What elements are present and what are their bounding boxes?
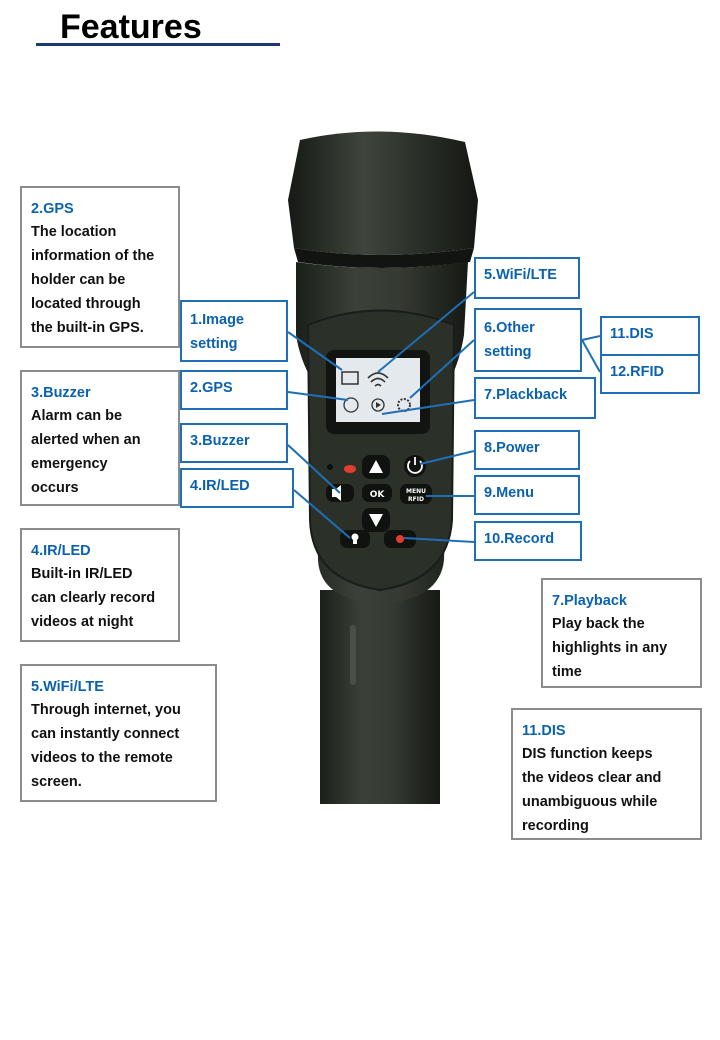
label-irled: 4.IR/LED bbox=[180, 468, 294, 508]
connector-lines bbox=[287, 291, 601, 543]
menu-key bbox=[400, 484, 432, 504]
record-led bbox=[344, 465, 356, 473]
irled-description-title: 4.IR/LED bbox=[31, 543, 91, 559]
label-buzzer: 3.Buzzer bbox=[180, 423, 288, 463]
gps-description-title: 2.GPS bbox=[31, 201, 74, 217]
label-other-setting: 6.Other setting bbox=[474, 308, 582, 372]
svg-text:RFID: RFID bbox=[408, 496, 424, 503]
wifi-description: 5.WiFi/LTE Through internet, you can ins… bbox=[20, 664, 217, 802]
dis-description-title: 11.DIS bbox=[522, 723, 566, 739]
playback-description-title: 7.Playback bbox=[552, 593, 627, 609]
playback-screen-icon bbox=[371, 398, 385, 412]
gps-description: 2.GPS The location information of the ho… bbox=[20, 186, 180, 348]
svg-text:OK: OK bbox=[370, 490, 386, 500]
settings-screen-icon bbox=[397, 398, 411, 412]
wifi-description-title: 5.WiFi/LTE bbox=[31, 679, 104, 695]
ok-key bbox=[362, 484, 392, 502]
gps-screen-icon bbox=[343, 397, 359, 413]
irled-description: 4.IR/LED Built-in IR/LED can clearly rec… bbox=[20, 528, 180, 642]
label-plackback: 7.Plackback bbox=[474, 377, 596, 419]
label-wifi-lte: 5.WiFi/LTE bbox=[474, 257, 580, 299]
label-menu: 9.Menu bbox=[474, 475, 580, 515]
playback-description: 7.Playback Play back the highlights in a… bbox=[541, 578, 702, 688]
svg-text:MENU: MENU bbox=[406, 488, 426, 495]
page-title: Features bbox=[60, 8, 202, 46]
label-power: 8.Power bbox=[474, 430, 580, 470]
dis-description: 11.DIS DIS function keeps the videos cle… bbox=[511, 708, 702, 840]
image-setting-icon bbox=[341, 371, 359, 385]
buzzer-description-title: 3.Buzzer bbox=[31, 385, 91, 401]
label-rfid: 12.RFID bbox=[600, 354, 700, 394]
title-underline bbox=[36, 43, 280, 46]
label-record: 10.Record bbox=[474, 521, 582, 561]
screen bbox=[336, 358, 420, 422]
device-handle bbox=[320, 590, 440, 804]
label-image-setting: 1.Image setting bbox=[180, 300, 288, 362]
device-head bbox=[288, 131, 478, 255]
wifi-screen-icon bbox=[367, 372, 389, 387]
label-dis: 11.DIS bbox=[600, 316, 700, 356]
label-gps: 2.GPS bbox=[180, 370, 288, 410]
buzzer-description: 3.Buzzer Alarm can be alerted when an em… bbox=[20, 370, 180, 506]
